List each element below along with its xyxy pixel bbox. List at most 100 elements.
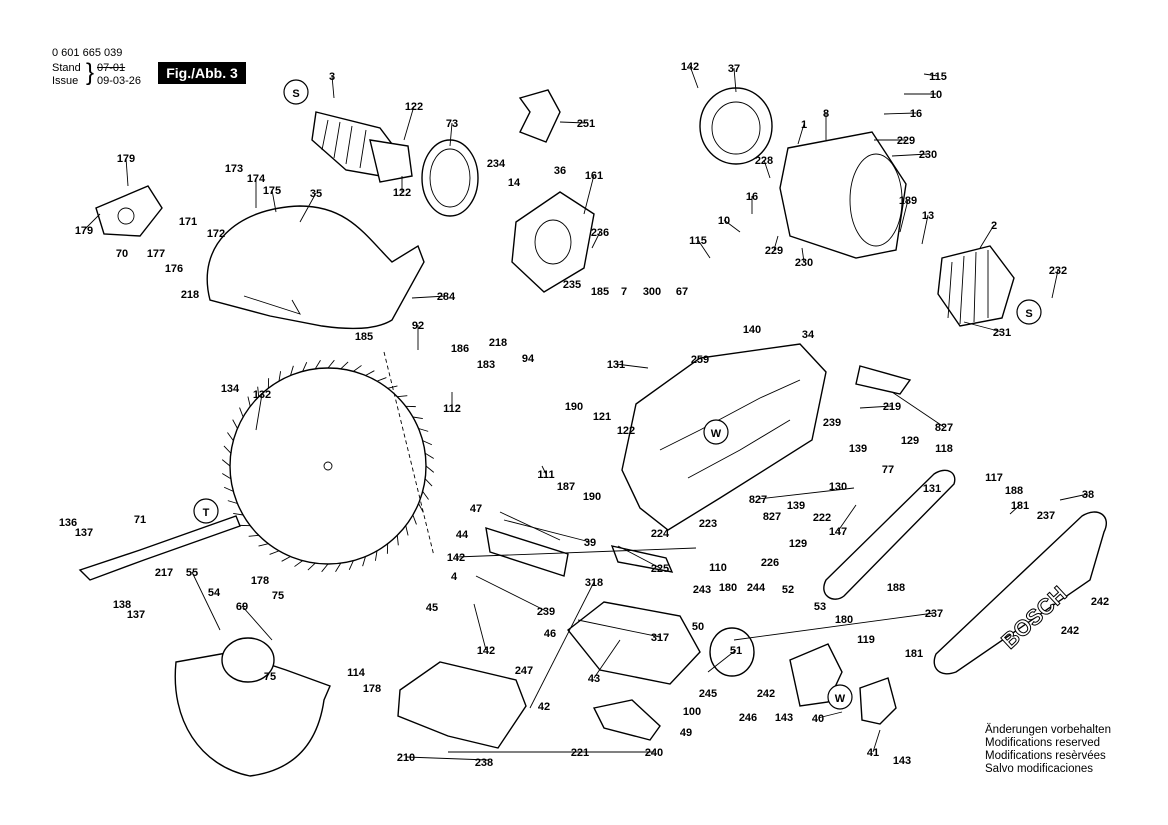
marker-w-2: W: [827, 684, 853, 710]
part-number-label: 35: [310, 188, 322, 200]
leader-line: [125, 157, 129, 187]
leader-line: [473, 603, 487, 651]
part-number-label: 180: [719, 582, 737, 594]
part-number-label: 71: [134, 514, 146, 526]
hose-part: [518, 89, 561, 143]
note-line-fr: Modifications resèrvées: [985, 750, 1106, 762]
part-number-label: 234: [487, 158, 506, 170]
part-number-label: 122: [405, 101, 423, 113]
leader-line: [615, 363, 649, 369]
part-number-label: 161: [585, 170, 603, 182]
part-number-label: 111: [537, 469, 554, 481]
part-number-label: 176: [165, 263, 183, 275]
leader-line: [837, 504, 857, 532]
part-number-label: 232: [1049, 265, 1067, 277]
part-number-label: 1: [801, 119, 807, 131]
leader-line: [723, 219, 741, 233]
part-number-label: 251: [577, 118, 595, 130]
leader-line: [191, 571, 221, 631]
part-number-label: 177: [147, 248, 165, 260]
leader-line: [773, 235, 779, 251]
svg-text:W: W: [711, 428, 722, 440]
part-number-label: 75: [264, 671, 276, 683]
part-number-label: 47: [470, 503, 482, 515]
saw-teeth: [221, 359, 435, 573]
brace-glyph: }: [86, 59, 95, 86]
part-number-label: 242: [1061, 625, 1079, 637]
leader-line: [241, 605, 273, 641]
motor-housing-part: [779, 131, 907, 259]
part-number-label: 259: [691, 354, 709, 366]
part-number-label: 53: [814, 601, 826, 613]
marker-s-1: S: [283, 79, 309, 105]
part-number-label: 134: [221, 383, 240, 395]
part-number-label: 237: [1037, 510, 1055, 522]
part-number-label: 94: [522, 353, 535, 365]
part-number-label: 14: [508, 177, 521, 189]
leader-line: [591, 231, 601, 249]
part-number-label: 50: [692, 621, 704, 633]
marker-t: T: [193, 498, 219, 524]
leader-line: [707, 649, 737, 673]
leader-line: [405, 756, 489, 761]
part-number-label: 179: [75, 225, 93, 237]
part-number-label: 2: [991, 220, 997, 232]
leader-line: [733, 612, 935, 641]
leader-line: [1051, 269, 1059, 299]
leader-line: [583, 174, 595, 215]
handle-bar-part: [485, 526, 569, 577]
marker-w-1: W: [703, 419, 729, 445]
issue-value: 09-03-26: [97, 75, 142, 87]
part-number-label: 246: [739, 712, 757, 724]
plate-part: [855, 365, 912, 395]
field-coil-part: [937, 245, 1015, 327]
leader-line: [577, 619, 661, 638]
leader-line: [541, 465, 547, 475]
part-number-label: 226: [761, 557, 779, 569]
part-number-label: 52: [782, 584, 794, 596]
part-number-label: 240: [645, 747, 663, 759]
leader-line: [921, 214, 929, 245]
leader-line: [689, 65, 699, 89]
part-number-label: 130: [829, 481, 847, 493]
part-number-label: 16: [910, 108, 922, 120]
leader-line: [891, 153, 929, 157]
lever-part: [592, 699, 661, 741]
part-number-label: 237: [925, 608, 943, 620]
part-number-label: 73: [446, 118, 458, 130]
part-number-label: 142: [477, 645, 495, 657]
leader-line: [559, 121, 587, 124]
part-number-label: 236: [591, 227, 609, 239]
part-number-label: 188: [1005, 485, 1023, 497]
note-line-en: Modifications reserved: [985, 737, 1101, 749]
part-number-label: 36: [554, 165, 566, 177]
part-number-label: 181: [1011, 500, 1029, 512]
part-number-label: 44: [456, 529, 469, 541]
part-number-label: 174: [247, 173, 266, 185]
part-number-label: 143: [775, 712, 793, 724]
part-number-label: 230: [919, 149, 937, 161]
part-number-label: 122: [393, 187, 411, 199]
part-number-label: 16: [746, 191, 758, 203]
part-number-label: 4: [451, 571, 458, 583]
part-number-label: 8: [823, 108, 829, 120]
part-number-label: 185: [355, 331, 373, 343]
leader-line: [455, 547, 697, 558]
leader-line: [331, 75, 335, 99]
part-number-label: 229: [765, 245, 783, 257]
part-number-label: 70: [116, 248, 128, 260]
leader-line: [872, 729, 881, 753]
part-number-label: 187: [557, 481, 575, 493]
part-number-label: 92: [412, 320, 424, 332]
part-number-label: 225: [651, 563, 669, 575]
stand-value: 07-01: [97, 62, 126, 74]
leader-line: [299, 192, 317, 223]
part-number-label: 137: [75, 527, 93, 539]
part-number-label: 118: [935, 443, 953, 455]
part-number-label: 41: [867, 747, 879, 759]
part-number-label: 54: [208, 587, 221, 599]
part-number-label: 34: [802, 329, 815, 341]
leader-line: [979, 224, 995, 249]
part-number-label: 318: [585, 577, 603, 589]
part-number-label: 317: [651, 632, 669, 644]
